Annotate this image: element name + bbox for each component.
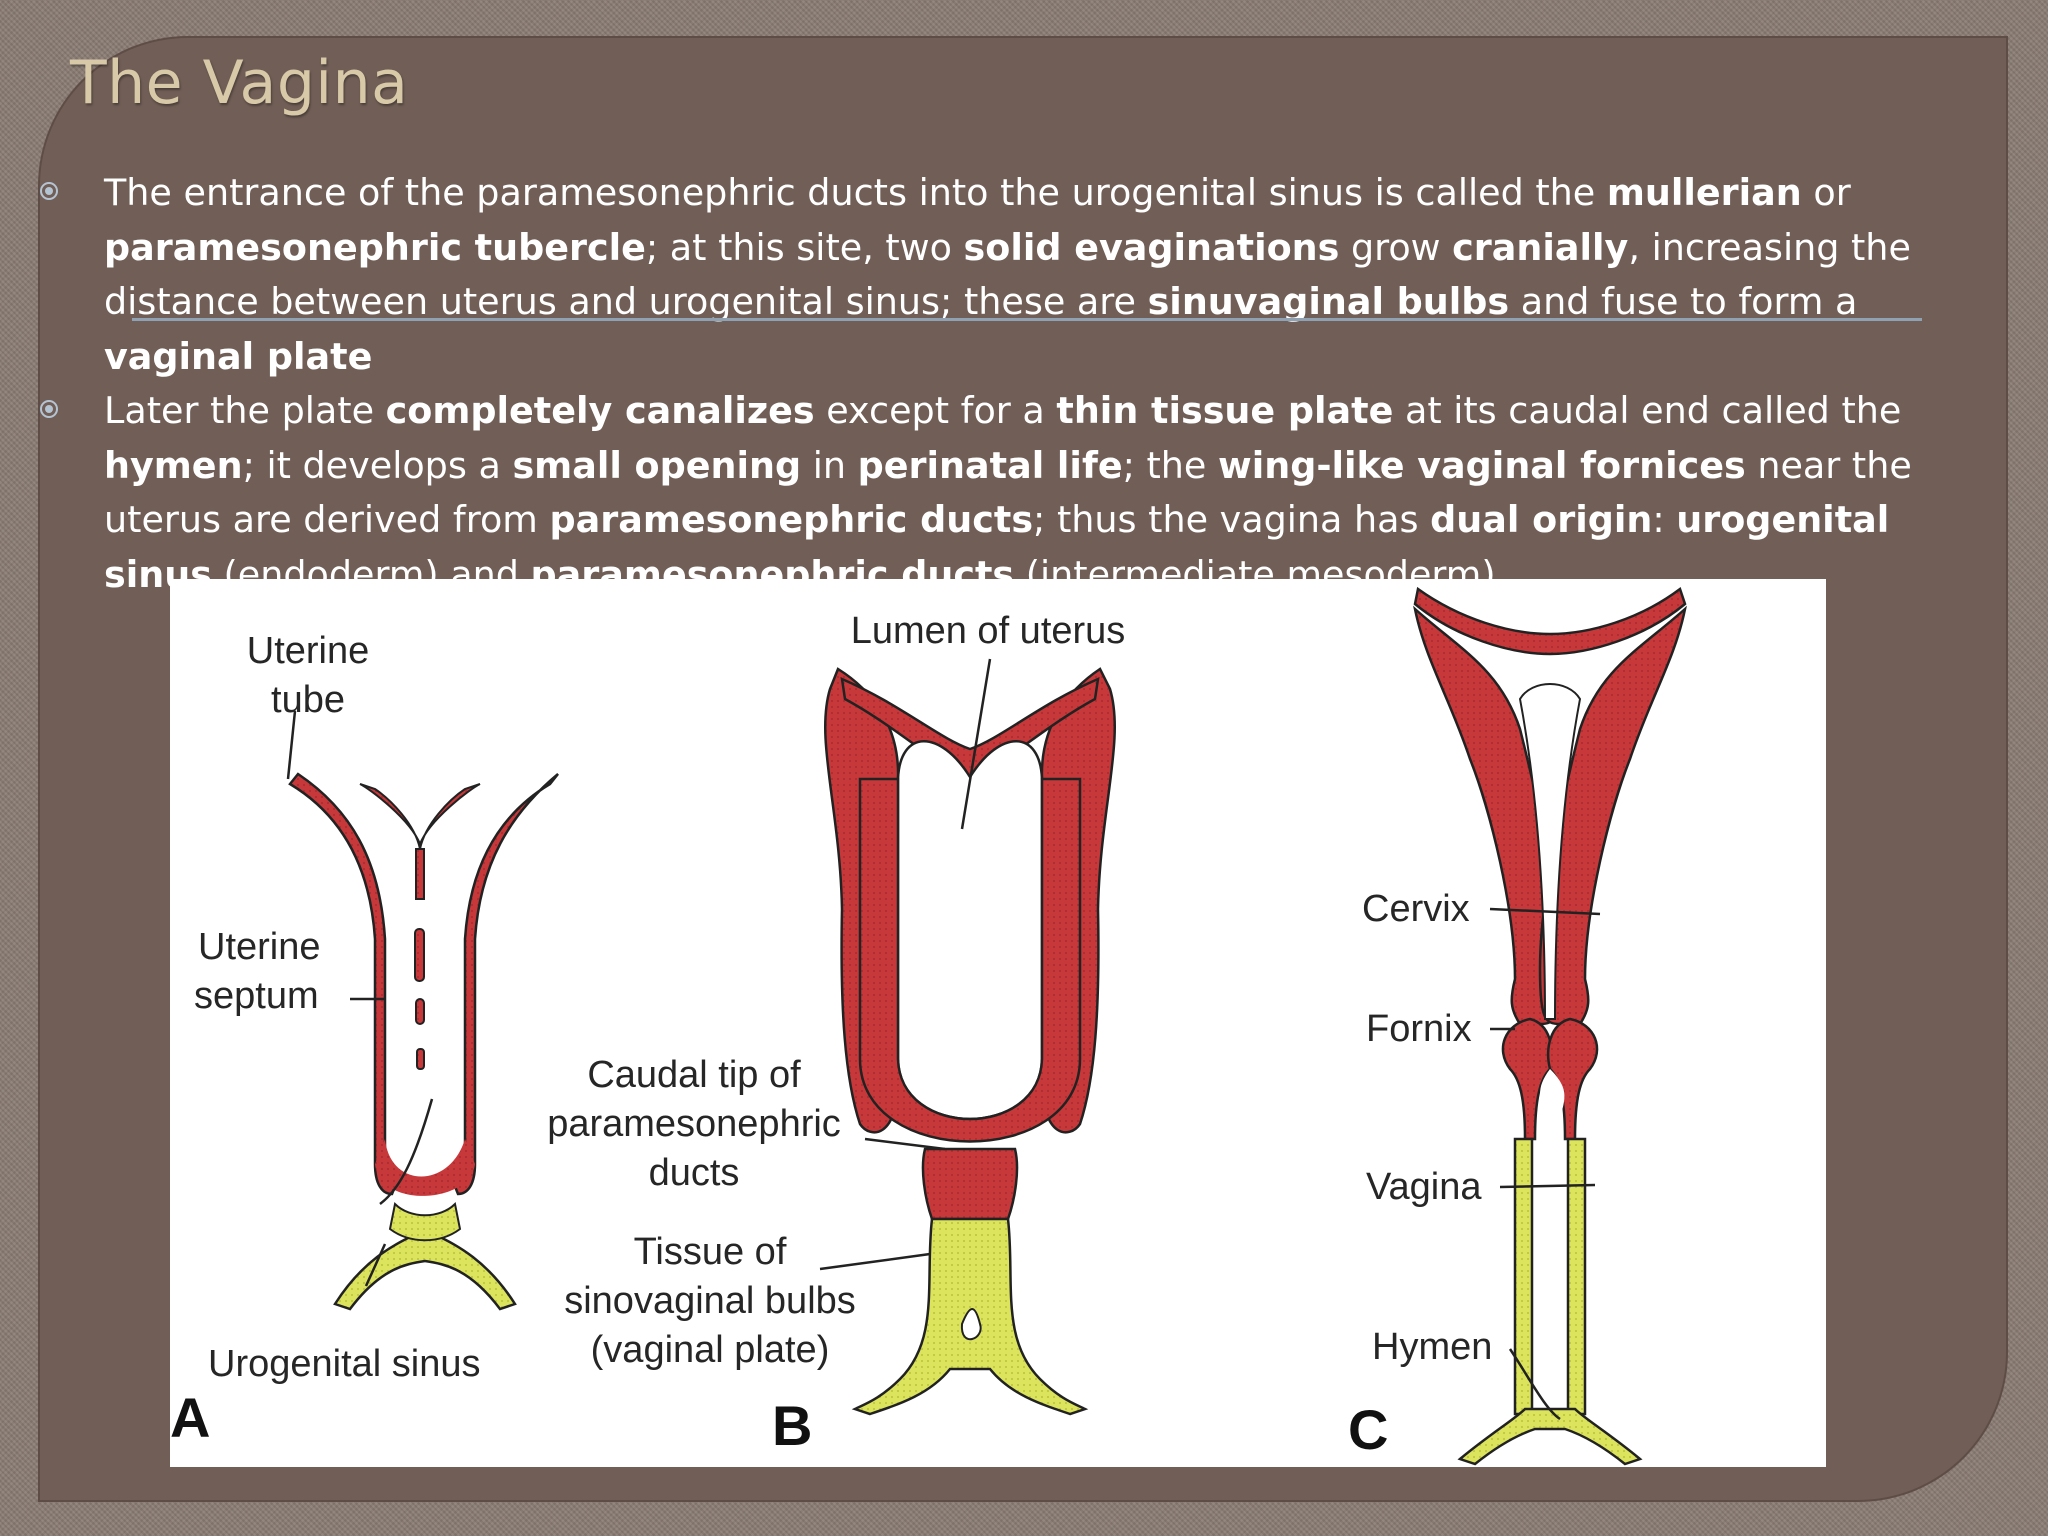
- panel-c-fundus: [1413, 586, 1687, 656]
- panel-a-drawing: [286, 710, 559, 1311]
- text-run: ; the: [1122, 443, 1218, 487]
- bold-term: mullerian: [1606, 171, 1802, 214]
- slide-title: The Vagina: [70, 48, 409, 118]
- label-fornix: Fornix: [1366, 1008, 1472, 1050]
- bullet-list: The entrance of the paramesonephric duct…: [0, 166, 2010, 602]
- label-tissue-line2: sinovaginal bulbs: [564, 1280, 856, 1322]
- text-run: The entrance of the paramesonephric duct…: [104, 171, 1607, 214]
- bold-term: cranially: [1452, 225, 1629, 269]
- panel-c-hymen: [1457, 1407, 1643, 1466]
- bold-term: urogenital sinus: [104, 498, 1890, 596]
- bold-term: sinuvaginal bulbs: [1147, 280, 1510, 323]
- panel-letter-c: C: [1348, 1398, 1388, 1461]
- text-run: , increasing the distance between uterus…: [104, 225, 1911, 324]
- uterine-septum-shape: [415, 848, 425, 900]
- label-lumen-of-uterus: Lumen of uterus: [851, 610, 1126, 652]
- panel-letter-a: A: [170, 1386, 210, 1449]
- text-run: ; thus the vagina has: [1033, 498, 1431, 541]
- label-vagina: Vagina: [1366, 1166, 1482, 1208]
- bold-term: vaginal plate: [104, 334, 373, 378]
- text-run: at its caudal end called the: [1393, 389, 1902, 432]
- embryology-figure: Uterine tube Uterine septum Urogenital s…: [170, 579, 1826, 1467]
- bullet-text-1: The entrance of the paramesonephric duct…: [104, 171, 1911, 378]
- text-run: or: [1801, 171, 1851, 214]
- bullet-item-1: The entrance of the paramesonephric duct…: [0, 166, 2010, 384]
- text-run: grow: [1339, 225, 1453, 269]
- label-caudal-tip-line1: Caudal tip of: [587, 1054, 801, 1096]
- bullet-circle-icon: [40, 400, 58, 418]
- bold-term: dual origin: [1430, 498, 1653, 541]
- label-caudal-tip-line2: paramesonephric: [547, 1103, 841, 1145]
- bold-term: paramesonephric ducts: [549, 498, 1034, 541]
- bold-term: solid evaginations: [963, 225, 1340, 269]
- label-uterine-tube-line2: tube: [271, 679, 345, 721]
- annotation-underline: [132, 318, 1922, 321]
- bold-term: thin tissue plate: [1056, 389, 1394, 432]
- label-hymen: Hymen: [1372, 1326, 1492, 1368]
- label-tissue-line1: Tissue of: [634, 1231, 787, 1273]
- label-tissue-line3: (vaginal plate): [591, 1329, 830, 1371]
- text-run: ; at this site, two: [645, 225, 964, 269]
- text-run: ; it develops a: [242, 443, 513, 487]
- text-run: and fuse to form a: [1509, 280, 1858, 323]
- bold-term: small opening: [512, 443, 802, 487]
- bold-term: completely canalizes: [385, 389, 815, 432]
- label-uterine-septum-line1: Uterine: [198, 926, 321, 968]
- bold-term: hymen: [104, 443, 243, 487]
- panel-b-uterus-body: [858, 777, 1082, 1143]
- bold-term: paramesonephric tubercle: [104, 225, 646, 269]
- panel-a-urogenital-sinus: [333, 1227, 517, 1311]
- panel-b-drawing: [819, 658, 1116, 1416]
- bullet-item-2: Later the plate completely canalizes exc…: [0, 384, 2010, 602]
- panel-a-right-wall: [450, 773, 559, 1196]
- text-run: Later the plate: [104, 389, 386, 432]
- text-run: :: [1652, 498, 1677, 541]
- panel-c-drawing: [1413, 586, 1687, 1466]
- label-uterine-tube-line1: Uterine: [247, 630, 370, 672]
- text-run: except for a: [814, 389, 1057, 432]
- bold-term: wing-like vaginal fornices: [1217, 443, 1746, 487]
- label-uterine-septum-line2: septum: [194, 975, 319, 1017]
- text-run: in: [801, 443, 858, 487]
- bullet-text-2: Later the plate completely canalizes exc…: [104, 389, 1912, 596]
- panel-letter-b: B: [772, 1394, 812, 1457]
- label-urogenital-sinus: Urogenital sinus: [208, 1343, 480, 1385]
- label-cervix: Cervix: [1362, 888, 1470, 930]
- text-run: near the uterus are derived from: [104, 443, 1912, 542]
- label-caudal-tip-line3: ducts: [649, 1152, 740, 1194]
- bold-term: perinatal life: [857, 443, 1123, 487]
- bullet-circle-icon: [40, 182, 58, 200]
